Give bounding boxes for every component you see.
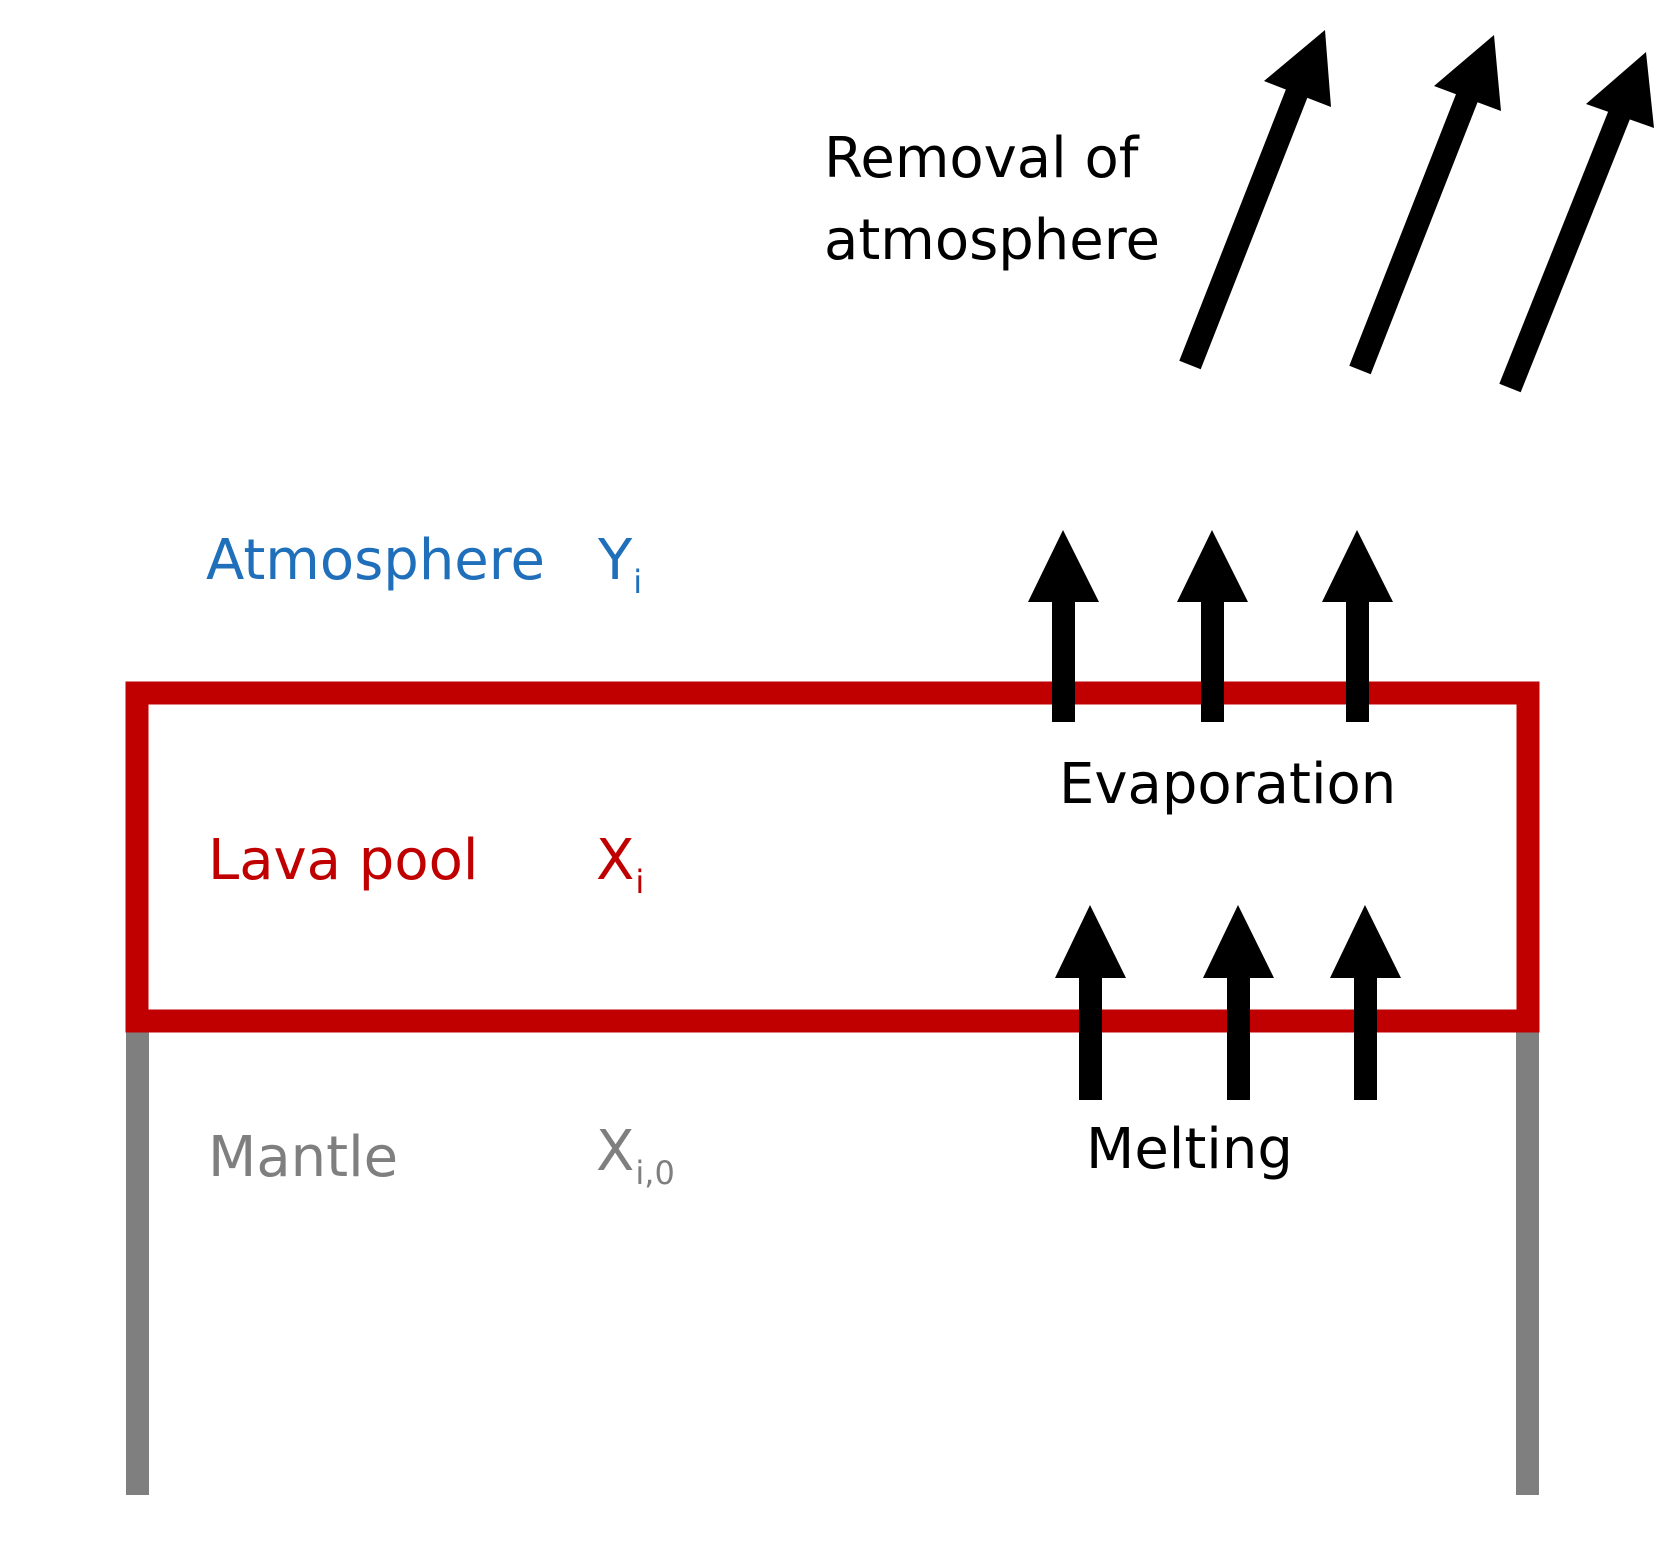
mantle-symbol: Xi,0 — [596, 1124, 675, 1192]
evaporation-arrow-1 — [1028, 530, 1099, 722]
lava-pool-symbol: Xi — [596, 833, 645, 901]
melting-arrows — [1055, 905, 1401, 1100]
lava-pool-name: Lava pool — [208, 828, 479, 893]
evaporation-arrow-3 — [1322, 530, 1393, 722]
evaporation-label: Evaporation — [1059, 752, 1397, 817]
lava-pool-box — [125, 681, 1540, 1033]
removal-arrows — [1179, 30, 1654, 393]
evaporation-arrow-2 — [1177, 530, 1248, 722]
mantle-symbol-subscript: i,0 — [635, 1154, 675, 1192]
melting-arrow-1 — [1055, 905, 1126, 1100]
atmosphere-symbol-subscript: i — [633, 563, 643, 601]
atmosphere-name: Atmosphere — [206, 528, 546, 593]
melting-arrow-3 — [1330, 905, 1401, 1100]
removal-arrow-3 — [1499, 52, 1654, 393]
evaporation-arrows — [1028, 530, 1393, 722]
mantle-right-wall — [1516, 1030, 1539, 1495]
mantle-symbol-main: X — [596, 1119, 635, 1184]
atmosphere-symbol: Yi — [598, 533, 643, 601]
lava-pool-symbol-main: X — [596, 828, 635, 893]
lava-pool-symbol-subscript: i — [635, 863, 645, 901]
mantle-left-wall — [126, 1030, 149, 1495]
removal-label-line1: Removal of — [824, 126, 1139, 191]
removal-arrow-1 — [1179, 30, 1331, 370]
removal-label-line2: atmosphere — [824, 208, 1160, 273]
removal-label: Removal of atmosphere — [824, 118, 1160, 282]
mantle-name: Mantle — [208, 1125, 399, 1190]
atmosphere-symbol-main: Y — [598, 528, 633, 593]
melting-label: Melting — [1086, 1117, 1293, 1182]
melting-arrow-2 — [1203, 905, 1274, 1100]
removal-arrow-2 — [1349, 35, 1501, 375]
